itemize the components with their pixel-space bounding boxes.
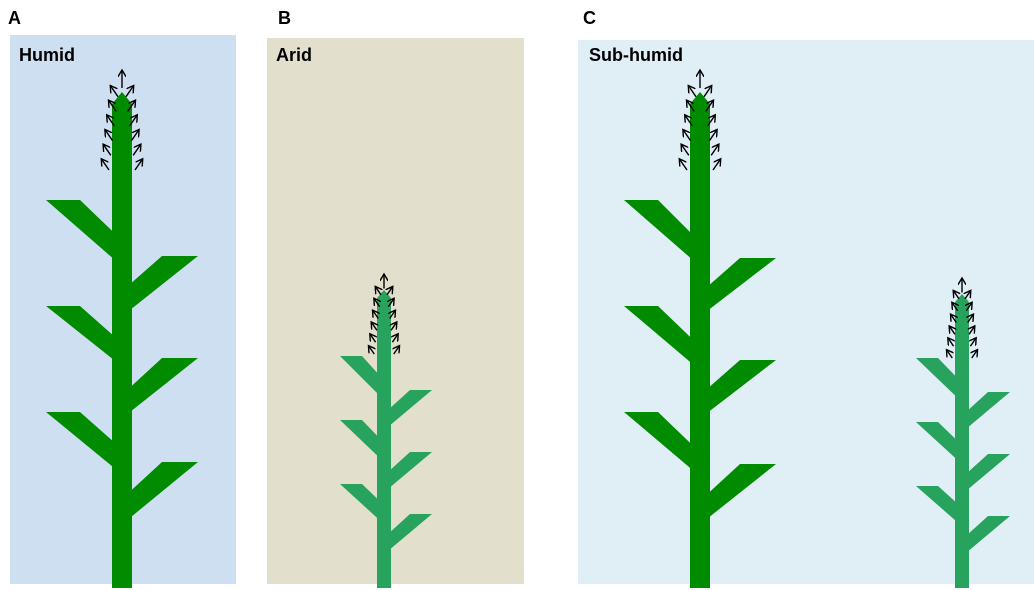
emission-arrow — [391, 322, 397, 330]
emission-arrow — [126, 85, 134, 96]
emission-arrow — [105, 129, 113, 140]
emission-arrow — [131, 129, 139, 140]
emission-arrow — [103, 144, 111, 155]
emission-arrow — [972, 350, 978, 358]
emission-arrow — [711, 144, 719, 155]
emission-arrow — [370, 334, 376, 342]
emission-arrow — [135, 159, 143, 170]
emission-arrow — [392, 334, 398, 342]
emission-arrow — [110, 85, 118, 96]
emission-arrow — [953, 290, 959, 298]
emission-arrow — [969, 326, 975, 334]
emission-arrow — [965, 290, 971, 298]
emission-arrow — [101, 159, 109, 170]
emission-arrow — [704, 85, 712, 96]
emission-arrow — [713, 159, 721, 170]
emission-arrow — [368, 346, 374, 354]
emission-arrow — [679, 159, 687, 170]
emission-arrow — [375, 286, 381, 294]
emission-arrow — [970, 338, 976, 346]
emission-arrow — [683, 129, 691, 140]
emission-arrow — [688, 85, 696, 96]
plant-icon — [624, 92, 776, 588]
emission-arrow — [946, 350, 952, 358]
plant-icon — [340, 290, 432, 588]
emission-arrow — [387, 286, 393, 294]
emission-arrow — [949, 326, 955, 334]
emission-arrow — [948, 338, 954, 346]
emission-arrow — [681, 144, 689, 155]
emission-arrow — [394, 346, 400, 354]
emission-arrow — [133, 144, 141, 155]
emission-arrow — [371, 322, 377, 330]
plant-icon — [916, 294, 1010, 588]
plant-icon — [46, 92, 198, 588]
emission-arrow — [709, 129, 717, 140]
